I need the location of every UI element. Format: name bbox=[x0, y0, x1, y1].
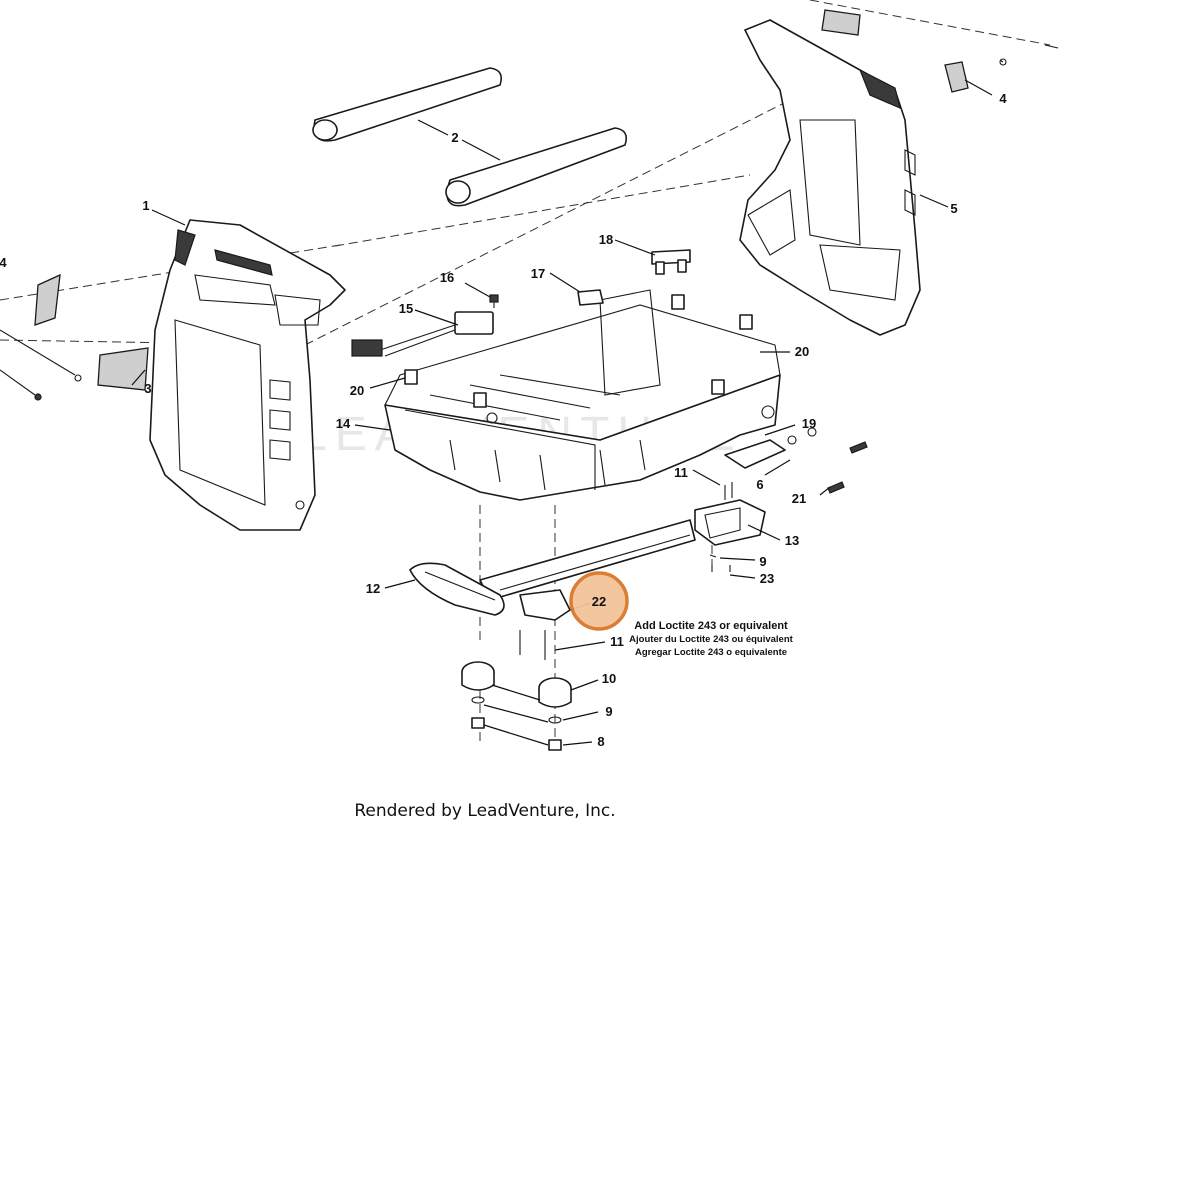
clip-part-4-right[interactable] bbox=[821, 9, 1059, 93]
screw-part-16[interactable] bbox=[489, 294, 499, 308]
callout-8: 8 bbox=[597, 734, 604, 749]
callout-2: 2 bbox=[451, 130, 458, 145]
callout-20-right: 20 bbox=[795, 344, 809, 359]
bracket-part-22[interactable] bbox=[519, 589, 571, 621]
callout-11-lower: 11 bbox=[610, 634, 624, 649]
callout-21: 21 bbox=[792, 491, 806, 506]
callout-13: 13 bbox=[785, 533, 799, 548]
callout-12: 12 bbox=[366, 581, 380, 596]
front-handle-part-12[interactable] bbox=[409, 562, 505, 616]
bracket-part-17[interactable] bbox=[577, 289, 604, 306]
rubber-feet-part-10[interactable] bbox=[461, 661, 572, 708]
bracket-part-18[interactable] bbox=[651, 249, 691, 275]
wiring-harness-part-15[interactable] bbox=[351, 311, 494, 357]
callout-18: 18 bbox=[599, 232, 613, 247]
screws-part-11-lower[interactable] bbox=[519, 630, 546, 660]
callout-labels: 1 2 3 4 4 5 6 8 9 9 10 11 11 12 13 14 15… bbox=[0, 91, 1007, 749]
loctite-note: Add Loctite 243 or equivalent Ajouter du… bbox=[629, 620, 793, 658]
clips-part-20[interactable] bbox=[404, 294, 753, 408]
callout-1: 1 bbox=[142, 198, 149, 213]
rendered-by-credit: Rendered by LeadVenture, Inc. bbox=[354, 801, 615, 821]
callout-9-right: 9 bbox=[759, 554, 766, 569]
base-pan-part-14[interactable] bbox=[384, 289, 781, 501]
screws-parts-9-23[interactable] bbox=[709, 554, 731, 572]
note-line-es: Agregar Loctite 243 o equivalente bbox=[635, 647, 787, 658]
front-panel-part-1[interactable] bbox=[149, 219, 346, 531]
callout-14: 14 bbox=[336, 416, 351, 431]
callout-16: 16 bbox=[440, 270, 454, 285]
note-line-en: Add Loctite 243 or equivalent bbox=[634, 620, 788, 632]
callout-23: 23 bbox=[760, 571, 774, 586]
callout-22: 22 bbox=[592, 594, 606, 609]
callout-15: 15 bbox=[399, 301, 413, 316]
bolts-part-8[interactable] bbox=[471, 717, 562, 751]
filter-grille-part-3[interactable] bbox=[97, 347, 149, 391]
mount-block-part-13[interactable] bbox=[694, 482, 766, 546]
hardware-parts-6-21[interactable] bbox=[787, 427, 868, 494]
callout-3: 3 bbox=[144, 381, 151, 396]
callout-20-left: 20 bbox=[350, 383, 364, 398]
callout-17: 17 bbox=[531, 266, 545, 281]
callout-9-lower: 9 bbox=[605, 704, 612, 719]
callout-4-right: 4 bbox=[999, 91, 1007, 106]
rear-frame-part-5[interactable] bbox=[739, 19, 921, 336]
callout-19: 19 bbox=[802, 416, 816, 431]
screws-left[interactable] bbox=[0, 329, 82, 401]
bracket-part-19[interactable] bbox=[724, 439, 786, 469]
callout-10: 10 bbox=[602, 671, 616, 686]
handle-bars-part-2[interactable] bbox=[312, 67, 628, 207]
callout-6: 6 bbox=[756, 477, 763, 492]
callout-4-left: 4 bbox=[0, 255, 7, 270]
leader-lines bbox=[131, 79, 993, 746]
callout-5: 5 bbox=[950, 201, 957, 216]
washers-part-9[interactable] bbox=[471, 696, 562, 724]
callout-11-upper: 11 bbox=[674, 465, 688, 480]
note-line-fr: Ajouter du Loctite 243 ou équivalent bbox=[629, 634, 793, 645]
highlight-part-22[interactable]: 22 bbox=[569, 571, 629, 631]
filter-grille-part-4-left[interactable] bbox=[34, 273, 61, 326]
